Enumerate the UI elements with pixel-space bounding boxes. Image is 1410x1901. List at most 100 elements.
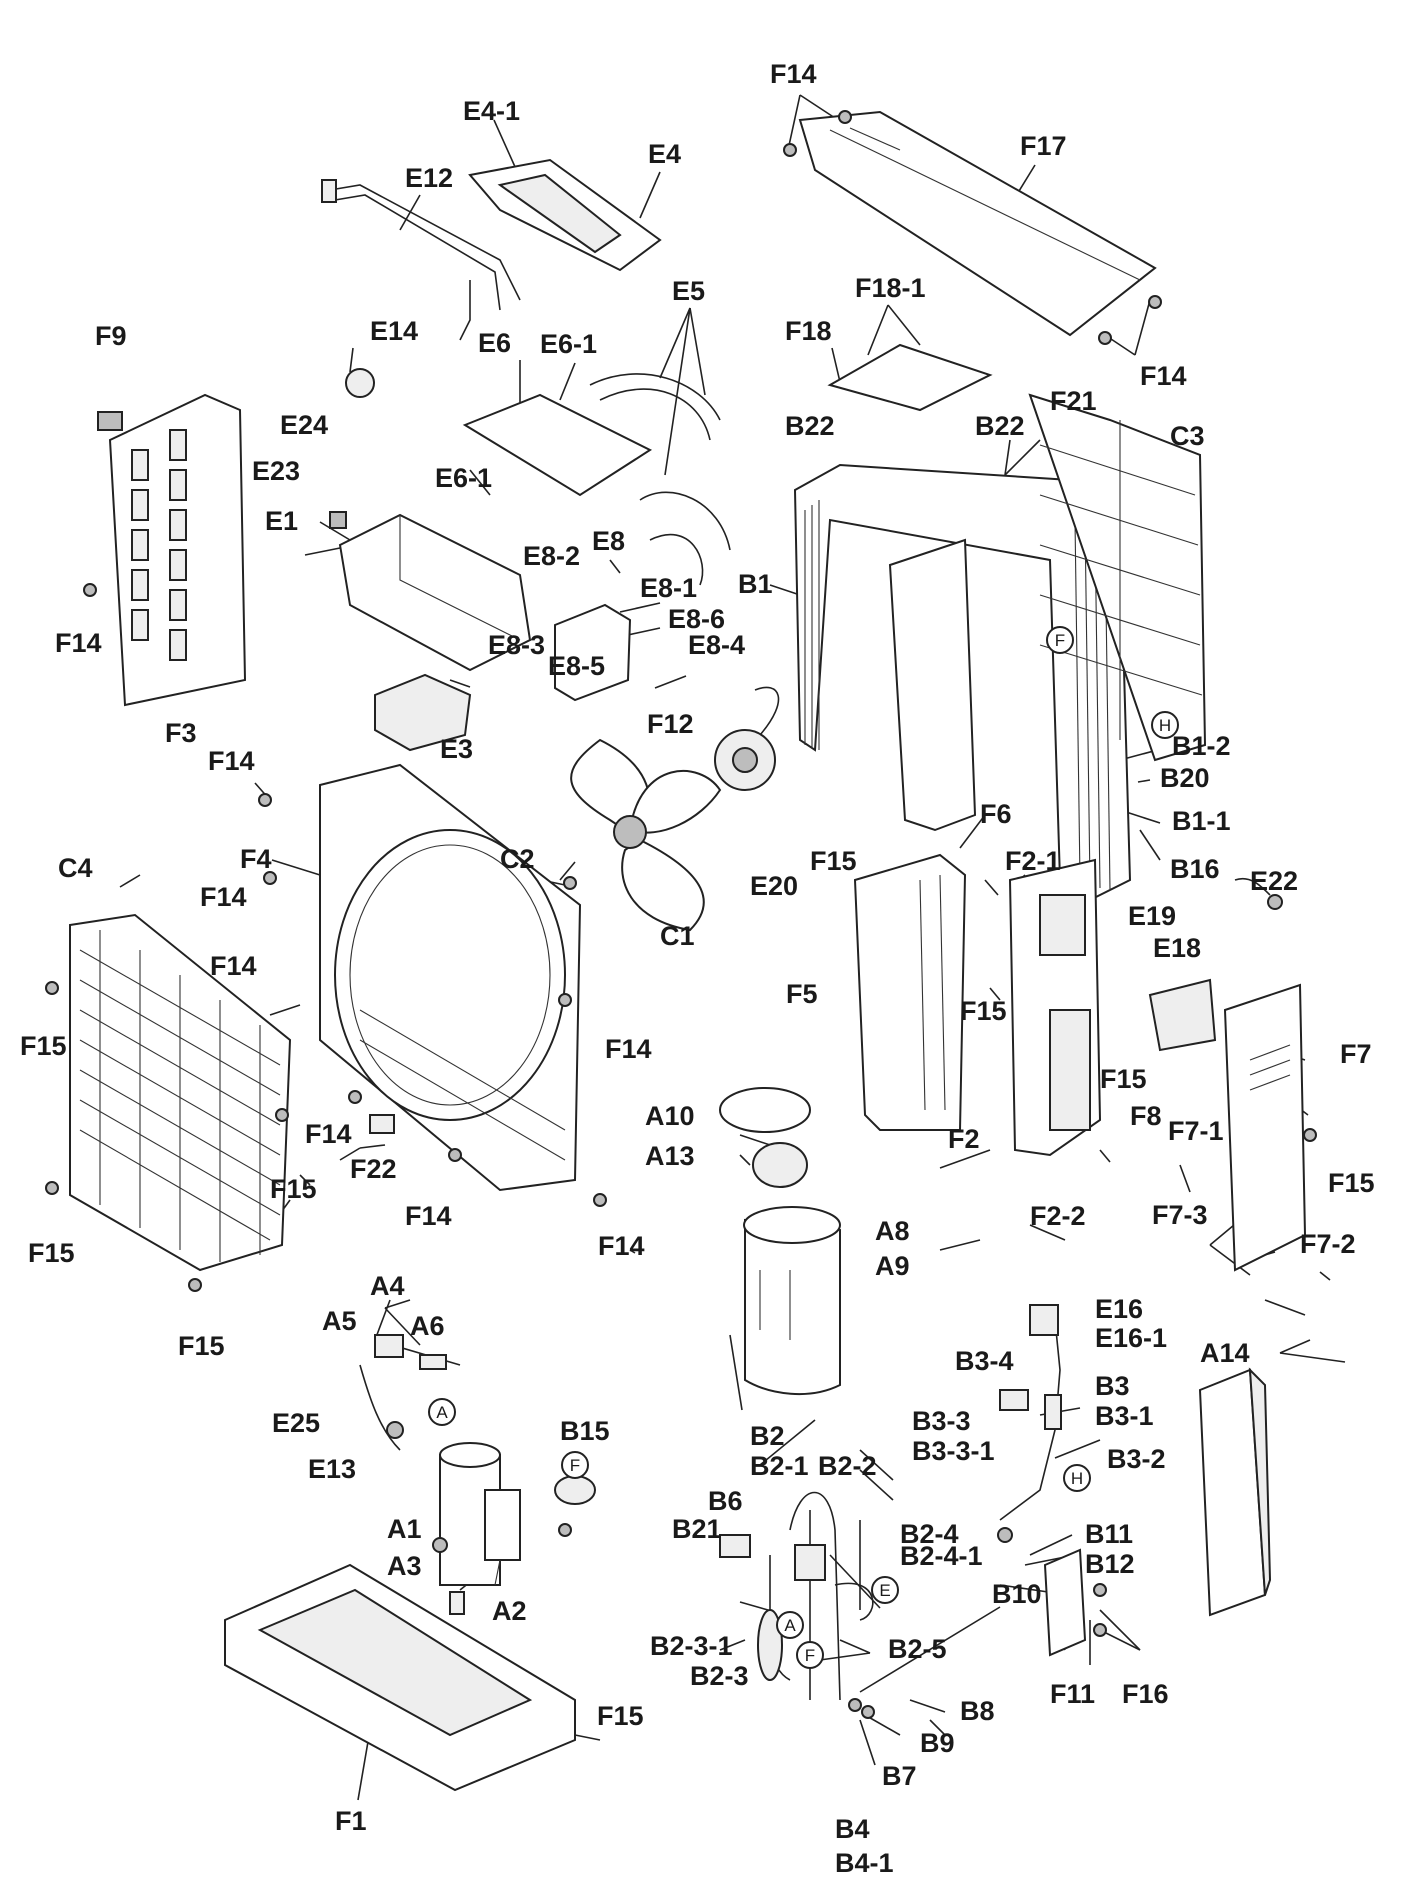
board-e8 — [554, 603, 632, 702]
part-label: B8 — [960, 1696, 995, 1726]
marker-label: A — [436, 1403, 448, 1422]
part-label: B1 — [738, 569, 773, 599]
part-label: B11 — [1085, 1519, 1133, 1549]
marker-circle — [1046, 626, 1074, 654]
part-label: E5 — [672, 276, 705, 306]
part-label: C2 — [500, 844, 535, 874]
marker-circle — [796, 1641, 824, 1669]
part-label: F14 — [305, 1119, 352, 1149]
connection-markers: A F H F E A F H — [428, 626, 1179, 1669]
part-shapes — [45, 110, 1317, 1792]
motor-support-f6 — [888, 538, 977, 832]
part-label: E8-6 — [668, 604, 725, 634]
part-label: F16 — [1122, 1679, 1169, 1709]
marker-label: H — [1071, 1469, 1083, 1488]
compressor-a1 — [439, 1442, 521, 1586]
part-label: B2-4 — [900, 1519, 959, 1549]
part-label: B6 — [708, 1486, 743, 1516]
part-label: B2-3 — [690, 1661, 749, 1691]
part-label: F9 — [95, 321, 127, 351]
part-label: F4 — [240, 844, 272, 874]
partition-f5 — [853, 853, 967, 1131]
part-label: B21 — [672, 1514, 722, 1544]
part-label: B3 — [1095, 1371, 1130, 1401]
part-label: B1-1 — [1172, 806, 1231, 836]
part-label: E22 — [1250, 866, 1298, 896]
part-label: B2-5 — [888, 1634, 947, 1664]
part-label: C1 — [660, 921, 695, 951]
part-label: F14 — [770, 59, 817, 89]
part-label: F14 — [210, 951, 257, 981]
part-label: E19 — [1128, 901, 1176, 931]
guard-grille-c3 — [1028, 393, 1207, 762]
part-label: F5 — [786, 979, 818, 1009]
part-label: B22 — [785, 411, 835, 441]
part-label: F7 — [1340, 1039, 1372, 1069]
part-label: E3 — [440, 734, 473, 764]
side-panel-slots — [131, 429, 187, 661]
part-label: F15 — [1328, 1168, 1375, 1198]
part-label: F12 — [647, 709, 694, 739]
part-label: B3-3-1 — [912, 1436, 995, 1466]
plate-e6 — [462, 393, 653, 497]
part-label: E20 — [750, 871, 798, 901]
part-label: B1-2 — [1172, 731, 1231, 761]
part-label: E4-1 — [463, 96, 520, 126]
part-label: E16 — [1095, 1294, 1143, 1324]
part-label: E8 — [592, 526, 625, 556]
part-label: B20 — [1160, 763, 1210, 793]
part-label: F15 — [270, 1174, 317, 1204]
part-label: A8 — [875, 1216, 910, 1246]
marker-label: F — [570, 1456, 580, 1475]
part-label: F3 — [165, 718, 197, 748]
part-b15 — [554, 1475, 596, 1505]
part-label: F14 — [605, 1034, 652, 1064]
part-label: F7-3 — [1152, 1200, 1208, 1230]
part-label: F15 — [1100, 1064, 1147, 1094]
part-label: F2 — [948, 1124, 980, 1154]
bracket-f11 — [1043, 1548, 1087, 1657]
part-label: B7 — [882, 1761, 917, 1791]
part-label: E6-1 — [435, 463, 492, 493]
part-label: E12 — [405, 163, 453, 193]
part-label: F7-1 — [1168, 1116, 1224, 1146]
part-label: B2-2 — [818, 1451, 877, 1481]
marker-label: E — [879, 1581, 890, 1600]
part-label: F14 — [598, 1231, 645, 1261]
part-label: B2 — [750, 1421, 785, 1451]
marker-circle — [561, 1451, 589, 1479]
part-label: B3-1 — [1095, 1401, 1154, 1431]
part-label: E13 — [308, 1454, 356, 1484]
part-label: E18 — [1153, 933, 1201, 963]
part-label: C4 — [58, 853, 93, 883]
part-label: A4 — [370, 1271, 405, 1301]
part-label: E8-5 — [548, 651, 605, 681]
part-label: B2-1 — [750, 1451, 809, 1481]
part-label: F14 — [405, 1201, 452, 1231]
part-label: A6 — [410, 1311, 445, 1341]
side-panel-f7 — [1223, 983, 1307, 1272]
part-label: F14 — [1140, 361, 1187, 391]
part-label: B4 — [835, 1814, 870, 1844]
part-label: B3-4 — [955, 1346, 1014, 1376]
marker-circle — [428, 1398, 456, 1426]
part-label: E8-1 — [640, 573, 697, 603]
part-label: F15 — [178, 1331, 225, 1361]
part-label: F18 — [785, 316, 832, 346]
top-panel-f17 — [798, 110, 1157, 337]
part-label: F18-1 — [855, 273, 926, 303]
part-labels: F14 F17 E4-1 E4 E12 F18-1 F18 F9 E14 E6 … — [20, 59, 1375, 1878]
part-label: A9 — [875, 1251, 910, 1281]
part-label: B3-2 — [1107, 1444, 1166, 1474]
marker-circle — [1151, 711, 1179, 739]
part-label: B22 — [975, 411, 1025, 441]
part-a10 — [719, 1087, 811, 1133]
marker-circle — [1063, 1464, 1091, 1492]
part-label: F15 — [20, 1031, 67, 1061]
marker-label: F — [1055, 631, 1065, 650]
part-label: C3 — [1170, 421, 1205, 451]
part-label: B16 — [1170, 854, 1220, 884]
part-label: E23 — [252, 456, 300, 486]
part-label: E8-2 — [523, 541, 580, 571]
marker-circle — [776, 1611, 804, 1639]
